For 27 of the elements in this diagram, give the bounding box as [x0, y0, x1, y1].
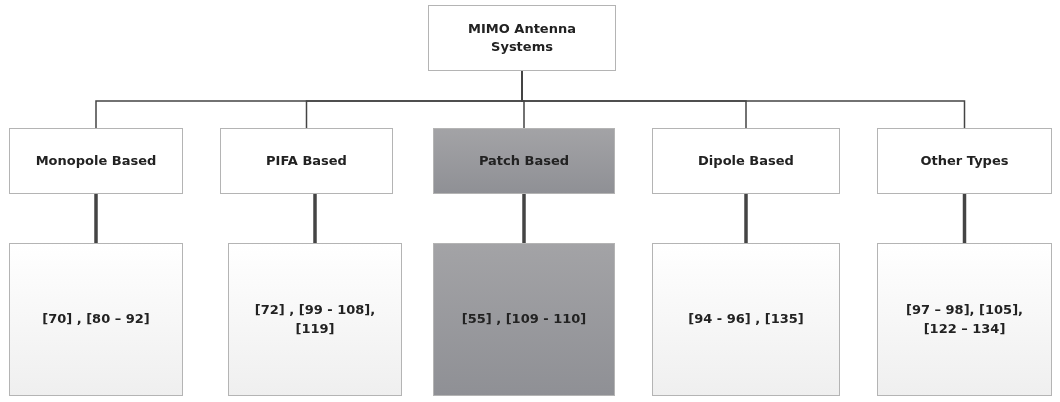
box-label: Monopole Based: [35, 151, 157, 170]
box-label: Patch Based: [478, 151, 570, 170]
category-box: [9, 128, 183, 194]
box-label: Other Types: [920, 151, 1009, 170]
box-label: Dipole Based: [698, 151, 794, 170]
box-label: [97 – 98], [105], [122 – 134]: [904, 301, 1024, 338]
category-box: [220, 128, 393, 194]
reference-box: [9, 243, 183, 396]
connector-line: [94, 194, 98, 243]
connector-line: [522, 194, 526, 243]
root-box: [428, 5, 616, 71]
box-label: [55] , [109 - 110]: [461, 310, 587, 329]
reference-box: [652, 243, 840, 396]
reference-box: [228, 243, 402, 396]
box-label: MIMO Antenna Systems: [467, 19, 577, 56]
reference-box: [877, 243, 1052, 396]
connector-line: [962, 194, 967, 243]
box-label: [72] , [99 - 108], [119]: [253, 301, 377, 338]
box-label: PIFA Based: [266, 151, 347, 170]
box-label: [70] , [80 – 92]: [42, 310, 150, 329]
category-box: [652, 128, 840, 194]
connector-line: [313, 194, 317, 243]
connector-line: [744, 194, 748, 243]
box-label: [94 - 96] , [135]: [688, 310, 804, 329]
category-box: [433, 128, 615, 194]
reference-box: [433, 243, 615, 396]
category-box: [877, 128, 1052, 194]
